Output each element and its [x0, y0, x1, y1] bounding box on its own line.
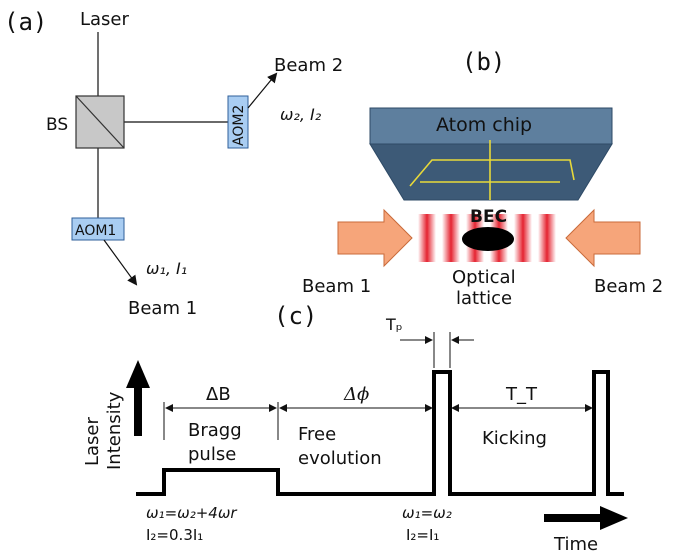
laser-label: Laser: [80, 9, 130, 30]
beam1-label-a: Beam 1: [128, 298, 197, 319]
y-axis-label-laser: Laser: [82, 416, 103, 466]
condition-kick-freq: ω₁=ω₂: [402, 504, 452, 522]
bec-cloud: [462, 227, 514, 251]
beam2-arrow: [247, 72, 278, 109]
beam1-label-b: Beam 1: [302, 276, 371, 297]
optical-label: Optical: [452, 267, 516, 288]
kicking-label: Kicking: [482, 428, 547, 449]
delta-phi-label: Δϕ: [343, 384, 369, 405]
y-axis-label-intensity: Intensity: [104, 391, 125, 470]
bs-label: BS: [46, 115, 68, 135]
time-label: Time: [553, 534, 598, 554]
panel-a-label: (a): [4, 8, 47, 36]
aom2-label: AOM2: [231, 105, 247, 146]
omega1-i1-label: ω₁, I₁: [146, 259, 187, 278]
atom-chip-label: Atom chip: [436, 114, 532, 136]
beam2-label: Beam 2: [274, 55, 343, 76]
condition-bragg-freq: ω₁=ω₂+4ωr: [146, 504, 237, 522]
intensity-up-arrow: [126, 360, 150, 436]
free-label: Free: [298, 424, 336, 445]
pulse-waveform: [136, 370, 624, 496]
omega2-i2-label: ω₂, I₂: [280, 105, 322, 124]
delta-b-label: ΔB: [206, 384, 231, 405]
time-arrow: [544, 506, 628, 530]
tt-label: T_T: [505, 384, 538, 405]
aom2-box: AOM2: [227, 95, 249, 149]
panel-c-label: (c): [274, 302, 317, 330]
beam2-label-b: Beam 2: [594, 276, 663, 297]
bec-label: BEC: [470, 207, 507, 227]
bragg-label: Bragg: [188, 420, 242, 441]
lattice-label: lattice: [456, 288, 512, 309]
tp-label: Tₚ: [385, 315, 403, 334]
evolution-label: evolution: [298, 448, 382, 469]
atom-chip: [369, 107, 613, 201]
aom1-label: AOM1: [75, 223, 116, 239]
pulse-label: pulse: [188, 444, 236, 465]
beam1-orange-arrow: [337, 208, 413, 268]
beam2-orange-arrow: [565, 208, 641, 268]
condition-bragg-intensity: I₂=0.3I₁: [146, 526, 203, 544]
condition-kick-intensity: I₂=I₁: [406, 526, 439, 544]
aom1-box: AOM1: [71, 217, 125, 241]
beam1-arrow: [103, 239, 138, 286]
beam-splitter: [75, 95, 125, 149]
panel-b-label: (b): [462, 48, 505, 76]
